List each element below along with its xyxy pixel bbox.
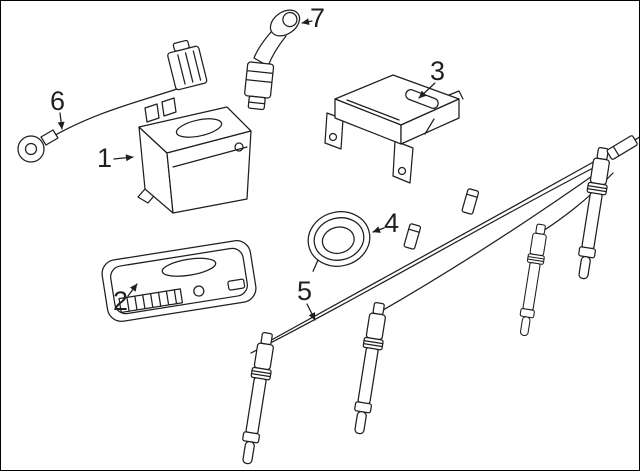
- spark-plug-boot: [348, 301, 390, 436]
- spark-plug-boot: [572, 146, 614, 281]
- spark-plug-wire-set-drawing: [236, 135, 639, 466]
- callout-arrow-4: [372, 226, 385, 233]
- sensor-connector: [244, 61, 275, 111]
- callout-arrows: [57, 18, 436, 321]
- spark-plug-boot: [236, 331, 278, 466]
- wire-branch-connector: [403, 222, 422, 251]
- callout-label-2: 2: [113, 286, 129, 316]
- callout-label-3: 3: [430, 56, 446, 86]
- callout-arrow-1: [113, 154, 134, 162]
- ignition-coil-drawing: [137, 97, 252, 214]
- callout-label-1: 1: [97, 143, 113, 173]
- callout-arrow-2: [127, 283, 138, 297]
- knock-sensor-connector: [167, 39, 208, 91]
- callout-arrow-3: [418, 82, 436, 99]
- callout-arrow-6: [57, 112, 65, 130]
- callout-label-4: 4: [384, 208, 400, 238]
- camshaft-position-sensor-drawing: [244, 9, 301, 111]
- knock-sensor-drawing: [17, 39, 208, 163]
- coil-end-terminal: [606, 135, 639, 160]
- callout-arrow-5: [306, 303, 316, 321]
- callout-label-5: 5: [297, 276, 313, 306]
- callout-label-6: 6: [50, 86, 66, 116]
- mounting-bracket-drawing: [324, 74, 464, 184]
- callout-arrow-7: [301, 18, 313, 26]
- spark-plug-boot: [515, 222, 550, 338]
- seal-ring-drawing: [307, 211, 371, 272]
- ecu-module-drawing: [101, 240, 257, 322]
- callout-label-7: 7: [310, 3, 326, 33]
- wire-branch-connector: [461, 187, 480, 216]
